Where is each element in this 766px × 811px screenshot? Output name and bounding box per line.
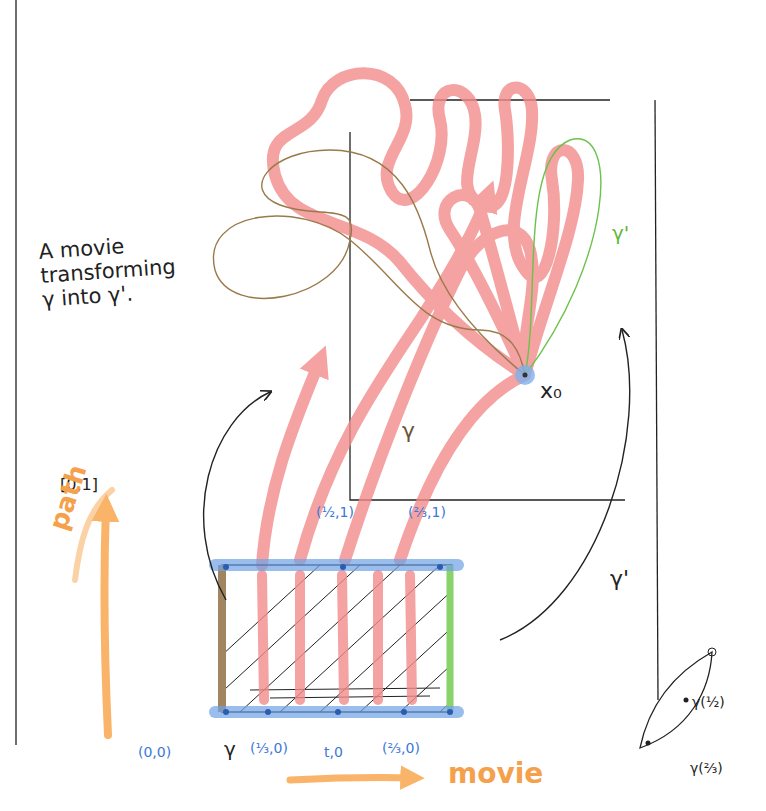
movie-slice <box>295 575 305 700</box>
hatch-line <box>400 565 452 712</box>
top-edge <box>215 559 458 571</box>
gamma-label: γ <box>224 738 236 761</box>
hatch-line <box>270 696 430 698</box>
gamma-label: γ <box>402 418 415 443</box>
path-arrow <box>105 505 108 735</box>
sketch-point <box>646 741 651 746</box>
movie-slices <box>262 575 412 700</box>
base-point-highlight <box>515 365 535 385</box>
hatch-line <box>440 565 452 712</box>
movie-label: movie <box>448 758 543 790</box>
frame-lines <box>16 0 658 745</box>
hatch-line <box>360 565 452 712</box>
edge-point <box>335 709 341 715</box>
homotopy-strand <box>400 375 525 560</box>
unit-square <box>222 565 452 712</box>
bottom-edge <box>215 706 458 718</box>
hatch-line <box>280 565 440 712</box>
coordinate-label: (0,0) <box>138 744 171 760</box>
coordinate-label: t,0 <box>324 744 343 760</box>
hatch-line <box>240 565 400 712</box>
gamma-prime-label: γ' <box>612 222 629 245</box>
movie-arrow <box>290 778 415 780</box>
base-point-label: x₀ <box>540 378 562 403</box>
path-gamma-prime <box>525 139 601 375</box>
point-label: γ(⅔) <box>690 760 723 776</box>
homotopy-loop <box>444 195 525 375</box>
coordinate-label: (⅔,0) <box>382 740 420 756</box>
path-gamma <box>213 150 525 375</box>
gamma-prime-label: γ' <box>610 566 629 591</box>
hatching <box>222 565 452 712</box>
homotopy-loop <box>273 73 578 375</box>
edge-point <box>223 709 229 715</box>
edge-point <box>437 564 443 570</box>
edge-point <box>223 564 229 570</box>
map-arrow <box>204 392 270 600</box>
coordinate-label: (⅔,1) <box>408 504 446 520</box>
edge-point <box>401 709 407 715</box>
base-point <box>523 373 528 378</box>
movie-slice <box>373 575 383 700</box>
sketch-point <box>708 648 716 656</box>
edge-point <box>340 564 346 570</box>
handwritten-note: A movie transforming γ into γ'. <box>38 231 168 312</box>
movie-slice <box>342 575 344 700</box>
movie-slice <box>262 575 264 700</box>
edge-point <box>265 709 271 715</box>
edge-point <box>447 709 453 715</box>
right-edge <box>447 565 454 712</box>
sketch-point <box>684 698 689 703</box>
hatch-line <box>320 565 452 712</box>
point-label: γ(½) <box>692 694 725 710</box>
map-arrow <box>500 330 630 640</box>
coordinate-label: (½,1) <box>316 504 354 520</box>
edge-points <box>223 564 453 715</box>
movie-slice <box>410 575 412 700</box>
frame-line <box>15 0 16 745</box>
frame-line <box>655 100 658 700</box>
coordinate-label: (⅓,0) <box>250 740 288 756</box>
